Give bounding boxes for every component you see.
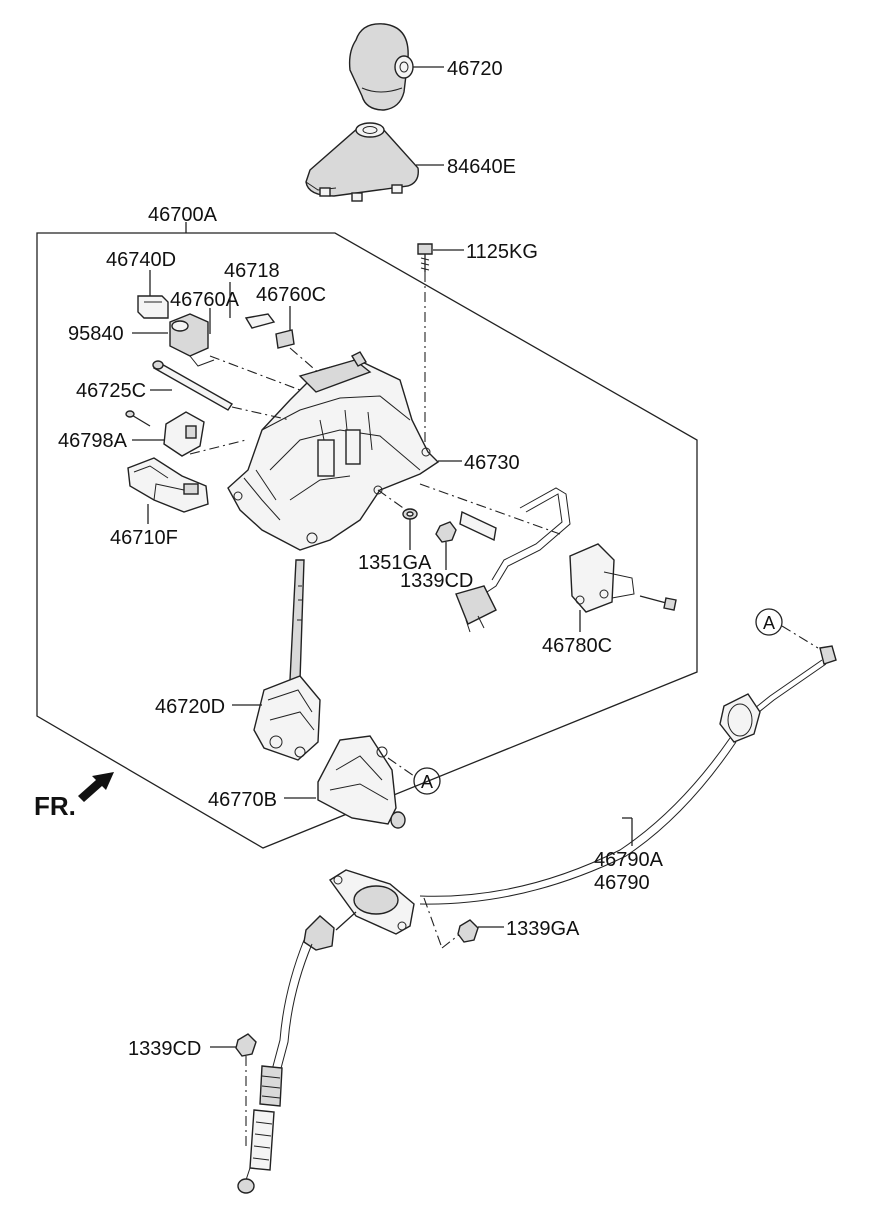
label-46720D: 46720D [155,696,225,718]
nut-1339GA [457,919,479,943]
shift-lever-housing [227,351,440,551]
label-1351GA: 1351GA [358,552,432,574]
label-46790A: 46790A [594,849,664,871]
label-46730: 46730 [464,452,520,474]
label-46718: 46718 [224,260,280,282]
label-1339CD-lower: 1339CD [128,1038,201,1060]
svg-text:A: A [421,772,433,792]
lever-shaft-46720D [253,559,321,761]
label-46798A: 46798A [58,430,128,452]
label-46760A: 46760A [170,289,240,311]
front-direction-indicator: FR. [34,772,114,821]
sensor-95840 [169,313,215,367]
label-1339GA: 1339GA [506,918,580,940]
label-46710F: 46710F [110,527,178,549]
label-46700A: 46700A [148,204,218,226]
shift-boot [305,122,419,202]
shift-cable-46790 [237,645,837,1194]
bolt-1125KG [417,243,433,272]
nut-1339CD-lower [235,1033,257,1057]
label-46770B: 46770B [208,789,277,811]
label-46780C: 46780C [542,635,612,657]
clip-46760C [275,329,295,349]
label-46725C: 46725C [76,380,146,402]
assembly-outline [36,232,698,849]
bracket-46798A [125,410,205,457]
washer-1351GA [402,508,418,520]
label-46720: 46720 [447,58,503,80]
wiring-harness-46780C [455,487,677,633]
pin-46725C [152,360,233,411]
label-46760C: 46760C [256,284,326,306]
front-arrow-icon [78,772,114,802]
shift-knob [348,23,414,111]
label-95840: 95840 [68,323,124,345]
clip-46718 [244,313,276,329]
ref-marker-a-upper: A [755,608,783,636]
label-1125KG: 1125KG [466,241,538,263]
bracket-46740D [137,295,169,319]
label-84640E: 84640E [447,156,516,178]
lever-46770B [317,735,406,829]
label-46790: 46790 [594,872,650,894]
label-46740D: 46740D [106,249,176,271]
nut-1339CD-upper [435,521,457,543]
ref-marker-a-lower: A [413,767,441,795]
label-1339CD-upper: 1339CD [400,570,473,592]
svg-text:FR.: FR. [34,791,76,821]
bracket-46710F [127,457,209,513]
svg-text:A: A [763,613,775,633]
